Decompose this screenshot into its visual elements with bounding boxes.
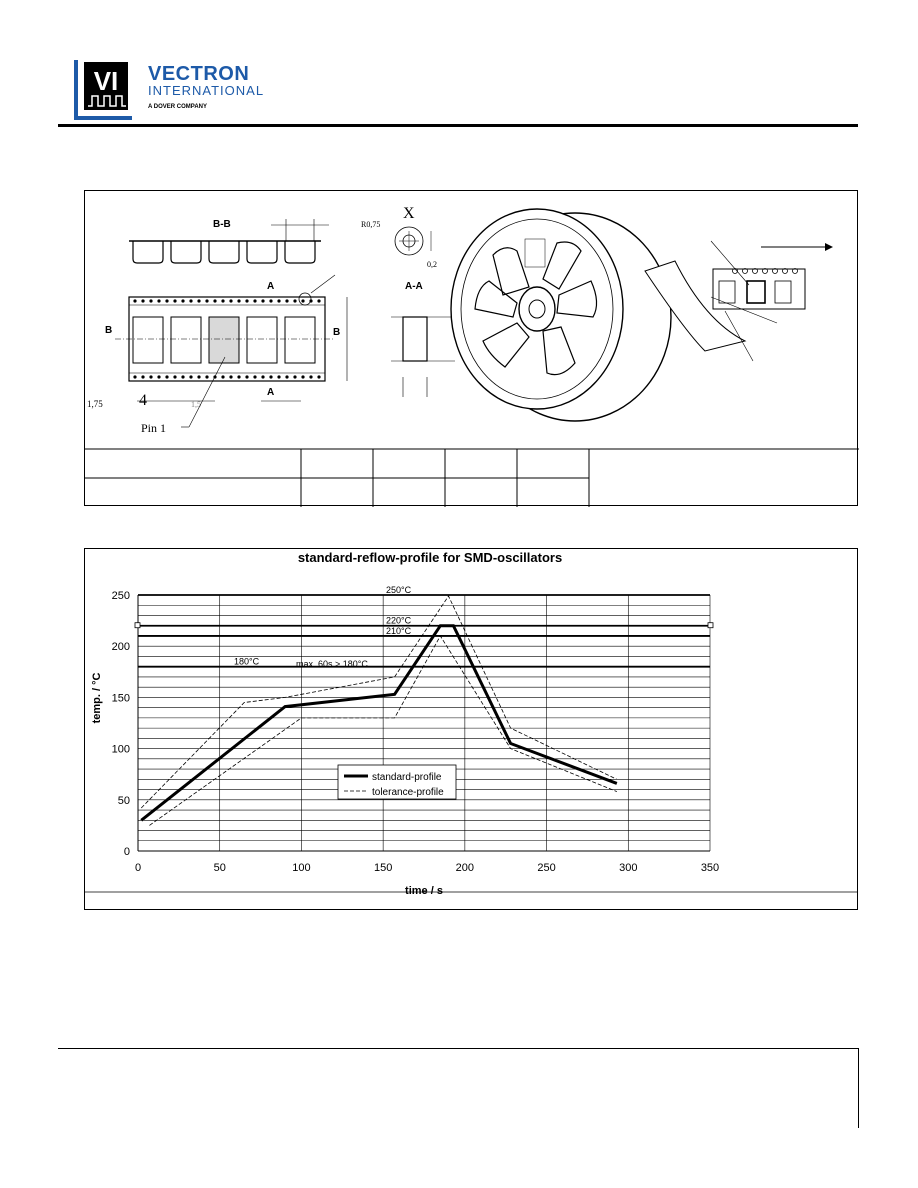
reference-label-250: 250°C — [386, 585, 412, 595]
dim-4: 4 — [139, 392, 147, 409]
brand-name: VECTRON — [148, 63, 250, 85]
y-tick-label: 250 — [112, 590, 130, 602]
chart-title: standard-reflow-profile for SMD-oscillat… — [298, 550, 562, 565]
legend-label-tolerance: tolerance-profile — [372, 787, 444, 798]
brand-company: A DOVER COMPANY — [148, 104, 208, 110]
series-line-0 — [140, 624, 618, 822]
annotation-max60: max. 60s > 180°C — [296, 659, 368, 669]
x-tick-label: 100 — [292, 862, 310, 874]
detail-x-label: X — [403, 205, 415, 222]
reflow-chart-panel — [84, 548, 858, 910]
section-aa-label: A-A — [405, 281, 423, 292]
x-tick-label: 250 — [537, 862, 555, 874]
x-axis-label: time / s — [405, 885, 443, 897]
reference-marker-right — [707, 622, 714, 629]
axis-ticks: 0 50 100 150 200 250 0 50 100 150 200 250 300 350 — [112, 590, 720, 874]
series — [140, 595, 618, 826]
tape-reel-drawing: B-B B B A A 1,75 — [85, 205, 859, 507]
legend-box — [337, 764, 457, 800]
label-a-top: A — [267, 281, 274, 292]
x-tick-label: 200 — [456, 862, 474, 874]
x-tick-label: 150 — [374, 862, 392, 874]
x-tick-label: 0 — [135, 862, 141, 874]
tape-reel-panel: B-B B B A A 1,75 — [84, 190, 859, 507]
pin1-label: Pin 1 — [141, 421, 166, 435]
y-axis-label: temp. / °C — [91, 673, 103, 724]
x-tick-label: 350 — [701, 862, 719, 874]
x-tick-label: 300 — [619, 862, 637, 874]
header-rule — [58, 124, 858, 127]
reflow-chart: standard-reflow-profile for SMD-oscillat… — [84, 550, 858, 897]
y-tick-label: 150 — [112, 692, 130, 704]
radius-label: R0,75 — [361, 220, 380, 229]
legend: standard-profile tolerance-profile — [337, 764, 457, 800]
y-tick-label: 200 — [112, 641, 130, 653]
dim-175: 1,75 — [87, 399, 103, 409]
footer-rule — [58, 1048, 858, 1049]
reference-label-210: 210°C — [386, 626, 412, 636]
series-line-2 — [149, 635, 617, 826]
dim-02: 0,2 — [427, 260, 437, 269]
dim-15: 1,5 — [191, 400, 201, 409]
label-a-bottom: A — [267, 387, 274, 398]
reference-marker-left — [134, 622, 141, 629]
footer-vertical-rule — [858, 1048, 859, 1128]
y-tick-label: 50 — [118, 795, 130, 807]
y-tick-label: 0 — [124, 846, 130, 858]
y-tick-label: 100 — [112, 744, 130, 756]
vectron-logo: VI — [74, 56, 134, 120]
reference-label-220: 220°C — [386, 616, 412, 626]
logo-mark-text: VI — [94, 66, 119, 96]
x-tick-label: 50 — [214, 862, 226, 874]
section-bb-label: B-B — [213, 219, 231, 230]
label-b-left: B — [105, 325, 112, 336]
legend-label-standard: standard-profile — [372, 772, 442, 783]
label-b-right: B — [333, 327, 340, 338]
brand-subtitle: INTERNATIONAL — [148, 83, 265, 98]
series-line-1 — [140, 595, 618, 809]
reference-label-180: 180°C — [234, 657, 260, 667]
grid — [137, 595, 711, 852]
